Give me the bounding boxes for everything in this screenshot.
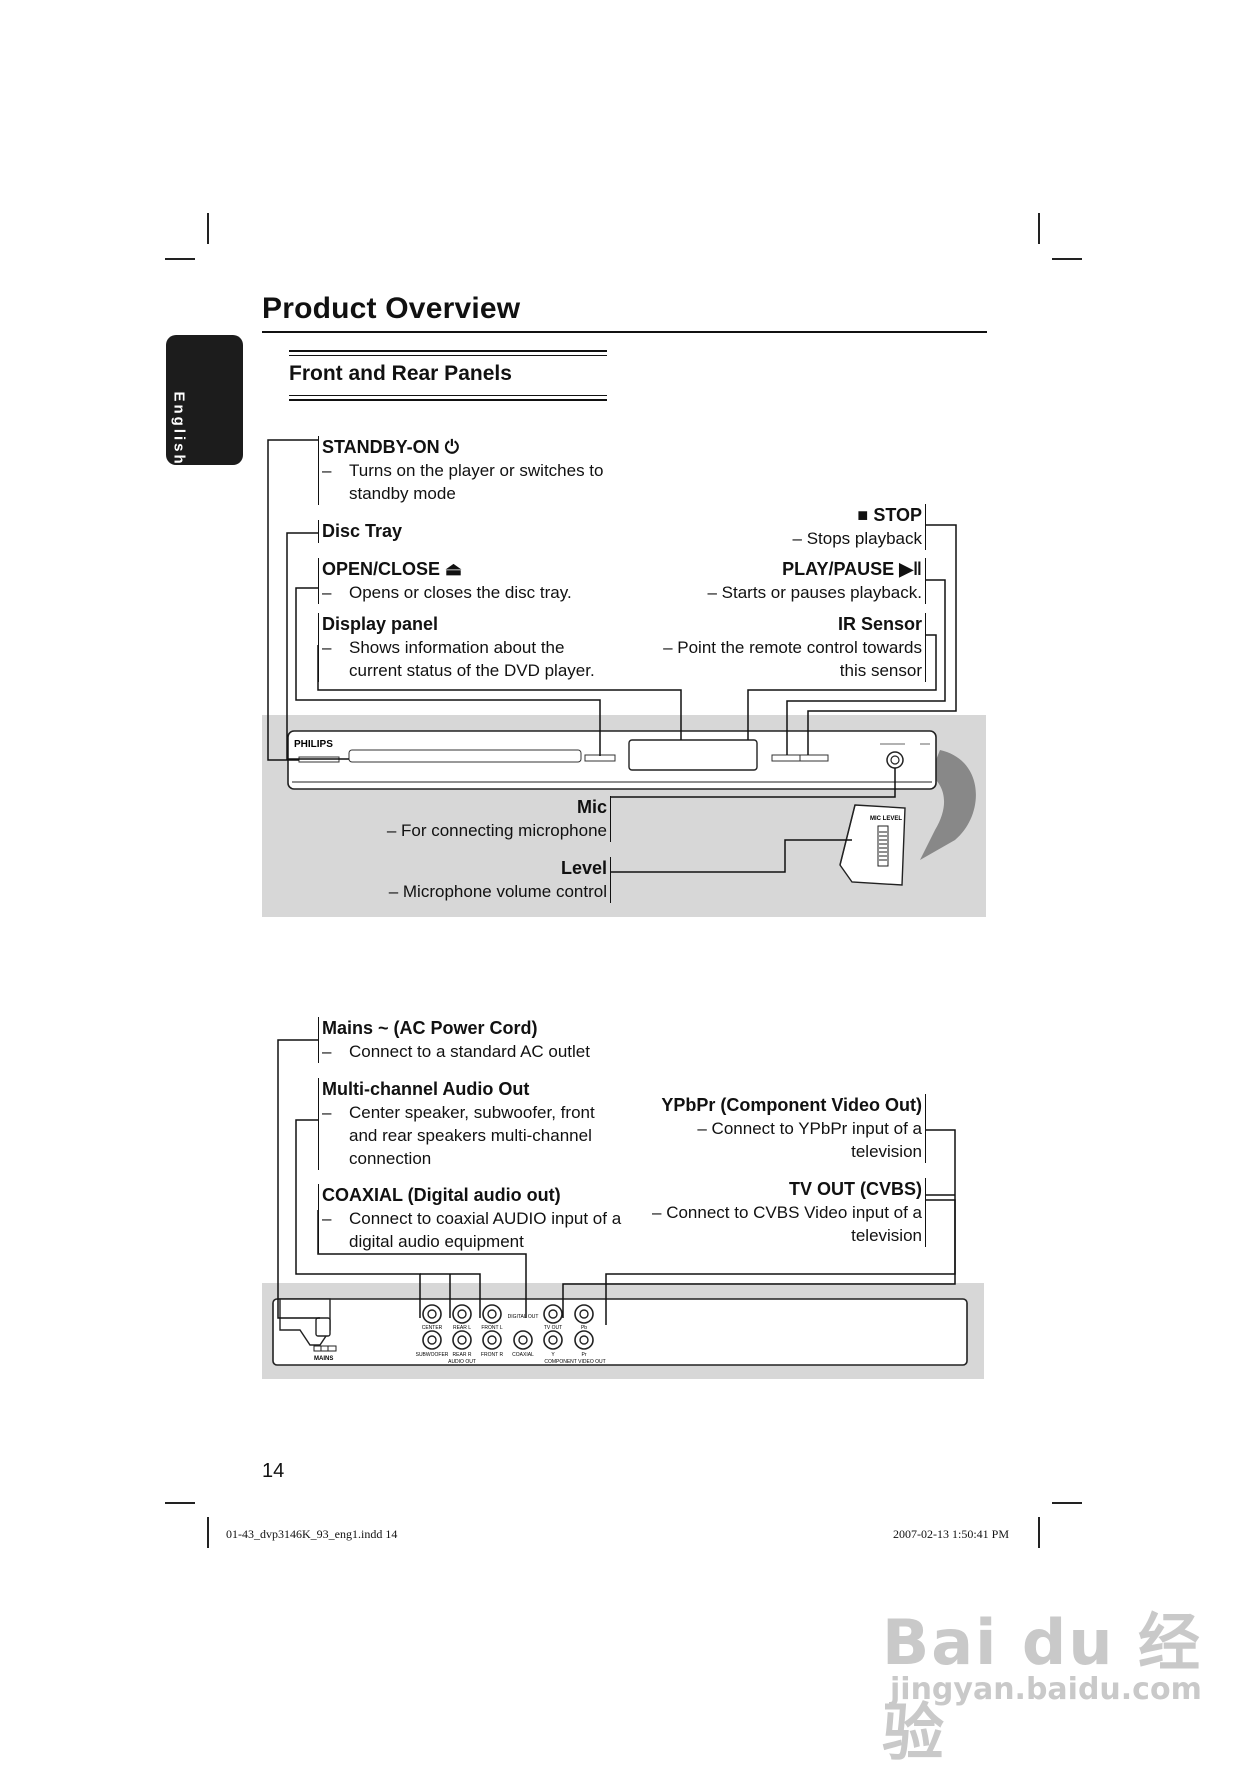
stop-icon: ■: [857, 505, 869, 525]
bottom-2-jack-label: FRONT R: [481, 1352, 504, 1358]
top-4-jack-label: TV OUT: [544, 1325, 562, 1331]
component-video-group-label: COMPONENT VIDEO OUT: [544, 1359, 605, 1365]
crop-mark: [165, 258, 195, 260]
standby-callout: STANDBY-ON ⏻ –Turns on the player or swi…: [318, 436, 612, 505]
top-0-jack-label: CENTER: [422, 1325, 443, 1331]
bottom-0-jack-center: [427, 1335, 437, 1345]
rear-player-body: MAINS: [272, 1298, 968, 1366]
bottom-4-jack-label: Y: [551, 1352, 555, 1358]
display-panel-callout: Display panel –Shows information about t…: [318, 613, 612, 682]
bottom-2-jack-center: [487, 1335, 497, 1345]
brand-logo: PHILIPS: [294, 739, 333, 750]
bottom-4-jack-center: [548, 1335, 558, 1345]
level-callout: Level – Microphone volume control: [389, 857, 611, 903]
footer-file: 01-43_dvp3146K_93_eng1.indd 14: [226, 1527, 398, 1541]
disc-tray-callout: Disc Tray: [318, 520, 402, 543]
footer-timestamp: 2007-02-13 1:50:41 PM: [893, 1527, 1010, 1541]
front-player-body: PHILIPS: [287, 730, 976, 860]
watermark-logo: Bai du 经验: [882, 1606, 1203, 1769]
page-number: 14: [262, 1460, 285, 1482]
open-close-callout: OPEN/CLOSE ⏏ –Opens or closes the disc t…: [318, 558, 572, 604]
top-2-jack-center: [487, 1309, 497, 1319]
crop-mark: [207, 1517, 209, 1548]
watermark-url: jingyan.baidu.com: [890, 1672, 1202, 1707]
coaxial-callout: COAXIAL (Digital audio out) –Connect to …: [318, 1184, 622, 1253]
top-1-jack-label: REAR L: [453, 1325, 471, 1331]
bottom-5-jack-center: [579, 1335, 589, 1345]
subtitle-rule-bottom: [289, 399, 607, 401]
bottom-1-jack-center: [457, 1335, 467, 1345]
top-2-jack-label: FRONT L: [481, 1325, 503, 1331]
bottom-3-jack-center: [518, 1335, 528, 1345]
ypbpr-callout: YPbPr (Component Video Out) – Connect to…: [632, 1094, 926, 1163]
crop-mark: [1038, 1517, 1040, 1548]
mains-callout: Mains ~ (AC Power Cord) –Connect to a st…: [318, 1017, 590, 1063]
top-5-jack-label: Pb: [581, 1325, 587, 1331]
multichannel-callout: Multi-channel Audio Out –Center speaker,…: [318, 1078, 622, 1170]
section-subtitle: Front and Rear Panels: [289, 362, 512, 385]
mic-callout: Mic – For connecting microphone: [387, 796, 611, 842]
subtitle-rule-top: [289, 350, 607, 352]
tvout-callout: TV OUT (CVBS) – Connect to CVBS Video in…: [632, 1178, 926, 1247]
language-tab: [166, 335, 243, 465]
bottom-5-jack-label: Pr: [582, 1352, 587, 1358]
bottom-3-jack-label: COAXIAL: [512, 1352, 534, 1358]
digital-out-label: DIGITAL OUT: [508, 1314, 539, 1320]
play-pause-icon: ▶‖: [899, 559, 922, 579]
bottom-1-jack-label: REAR R: [453, 1352, 472, 1358]
page-title: Product Overview: [262, 292, 521, 325]
mains-label: MAINS: [314, 1356, 333, 1362]
top-0-jack-center: [427, 1309, 437, 1319]
audio-out-group-label: AUDIO OUT: [448, 1359, 476, 1365]
crop-mark: [1038, 213, 1040, 244]
subtitle-rule-bottom-thin: [289, 395, 607, 396]
play-pause-callout: PLAY/PAUSE ▶‖ – Starts or pauses playbac…: [707, 558, 926, 604]
top-1-jack-center: [457, 1309, 467, 1319]
stop-callout: ■ STOP – Stops playback: [793, 504, 926, 550]
crop-mark: [165, 1502, 195, 1504]
power-icon: ⏻: [444, 437, 459, 457]
top-5-jack-center: [579, 1309, 589, 1319]
crop-mark: [1052, 258, 1082, 260]
top-4-jack-center: [548, 1309, 558, 1319]
mic-level-inset: MIC LEVEL: [839, 804, 906, 886]
subtitle-rule-top-thin: [289, 355, 607, 356]
bottom-0-jack-label: SUBWOOFER: [416, 1352, 449, 1358]
front-leader-lines: [267, 439, 957, 873]
title-rule: [262, 331, 987, 333]
mic-level-label: MIC LEVEL: [870, 816, 902, 822]
crop-mark: [1052, 1502, 1082, 1504]
crop-mark: [207, 213, 209, 244]
eject-icon: ⏏: [445, 559, 463, 579]
ir-sensor-callout: IR Sensor – Point the remote control tow…: [632, 613, 926, 682]
